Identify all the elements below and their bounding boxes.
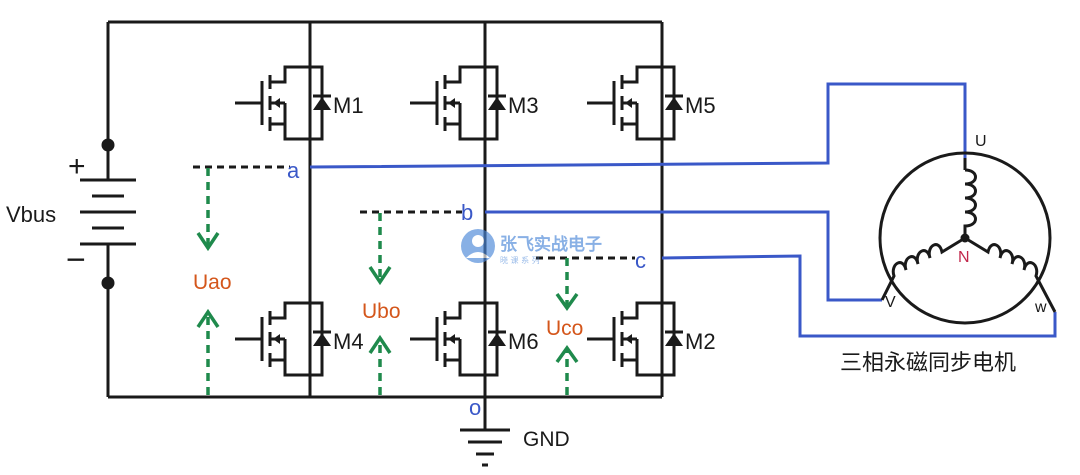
power-rails <box>106 20 664 399</box>
node-label-b: b <box>461 200 473 225</box>
mosfet-label-m2: M2 <box>685 329 716 354</box>
mosfet-label-m4: M4 <box>333 329 364 354</box>
mosfet-m5 <box>585 65 685 141</box>
mosfet-m6 <box>408 301 508 377</box>
mosfet-m1 <box>233 65 333 141</box>
motor-symbol <box>878 151 1057 325</box>
voltage-label-uco: Uco <box>546 317 583 340</box>
mosfet-m3 <box>408 65 508 141</box>
voltage-arrows <box>196 168 579 395</box>
voltage-label-ubo: Ubo <box>362 300 401 323</box>
ground-label: GND <box>523 428 570 451</box>
battery-minus-sign: − <box>66 241 86 279</box>
mosfet-label-m1: M1 <box>333 93 364 118</box>
node-label-o: o <box>469 395 481 420</box>
watermark-title: 张飞实战电子 <box>500 234 602 255</box>
vbus-label: Vbus <box>6 202 56 227</box>
mosfet-label-m3: M3 <box>508 93 539 118</box>
node-label-c: c <box>635 248 646 273</box>
mosfet-label-m5: M5 <box>685 93 716 118</box>
battery-symbol <box>80 138 136 290</box>
watermark-subtitle: 晓 课 系 列 <box>500 255 540 265</box>
mosfet-label-m6: M6 <box>508 329 539 354</box>
voltage-label-uao: Uao <box>193 271 232 294</box>
phase-wires <box>309 82 1057 338</box>
motor-terminal-w: w <box>1034 299 1047 316</box>
dashed-reference-lines <box>193 165 635 260</box>
watermark-logo <box>461 229 495 263</box>
mosfet-m2 <box>585 301 685 377</box>
node-label-a: a <box>287 158 300 183</box>
ground-symbol <box>460 397 510 467</box>
motor-neutral-label: N <box>958 249 970 266</box>
battery-plus-sign: + <box>68 150 86 183</box>
motor-terminal-v: V <box>885 294 896 311</box>
motor-caption: 三相永磁同步电机 <box>840 351 1016 376</box>
mosfet-m4 <box>233 301 333 377</box>
motor-terminal-u: U <box>975 133 987 150</box>
